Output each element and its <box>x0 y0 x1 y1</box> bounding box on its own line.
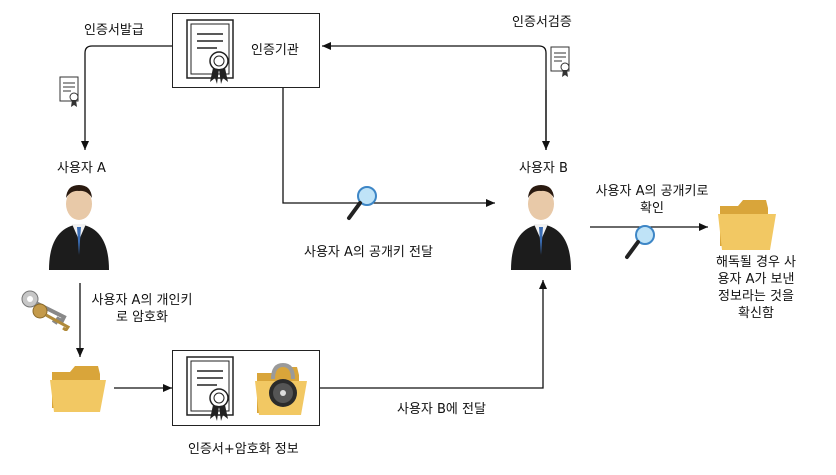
issue-label: 인증서발급 <box>84 23 144 38</box>
encrypt-label: 사용자 A의 개인키 로 암호화 <box>80 292 204 326</box>
folder-icon <box>718 200 776 250</box>
verify-arrow-to-ca <box>322 42 547 150</box>
check-label-line2: 확인 <box>640 201 664 216</box>
encrypt-label-line1: 사용자 A의 개인키 <box>91 293 193 308</box>
result-label-line3: 정보라는 것을 <box>718 289 794 304</box>
send-pubkey-label: 사용자 A의 공개키 전달 <box>304 245 433 260</box>
user-b-label: 사용자 B <box>519 161 568 176</box>
result-label-line4: 확신함 <box>738 306 774 321</box>
certificate-small-icon <box>59 76 79 107</box>
issue-arrow <box>81 45 172 150</box>
certificate-icon <box>186 19 234 84</box>
keys-icon <box>21 290 71 331</box>
bundle-box <box>172 350 320 426</box>
bundle-to-b-arrow <box>320 280 547 389</box>
result-label-line1: 해독될 경우 사 <box>715 255 797 270</box>
folder-icon <box>50 366 106 412</box>
verify-label: 인증서검증 <box>512 15 572 30</box>
ca-box: 인증기관 <box>172 13 320 88</box>
user-a-label: 사용자 A <box>57 161 106 176</box>
locked-folder-icon <box>255 362 307 415</box>
user-b-icon <box>511 185 571 270</box>
encrypt-label-line2: 로 암호화 <box>116 310 168 325</box>
certificate-icon <box>186 356 234 421</box>
check-label: 사용자 A의 공개키로 확인 <box>592 183 712 217</box>
result-label-line2: 용자 A가 보낸 <box>717 272 795 287</box>
user-a-icon <box>49 185 109 270</box>
send-to-b-label: 사용자 B에 전달 <box>397 402 486 417</box>
magnifier-icon <box>347 186 377 220</box>
ca-label: 인증기관 <box>251 43 299 58</box>
magnifier-icon <box>625 225 655 259</box>
check-label-line1: 사용자 A의 공개키로 <box>595 184 709 199</box>
bundle-label: 인증서+암호화 정보 <box>188 442 299 457</box>
certificate-small-icon <box>550 46 570 77</box>
result-label: 해독될 경우 사 용자 A가 보낸 정보라는 것을 확신함 <box>700 254 812 322</box>
pubkey-arrow <box>282 88 495 207</box>
